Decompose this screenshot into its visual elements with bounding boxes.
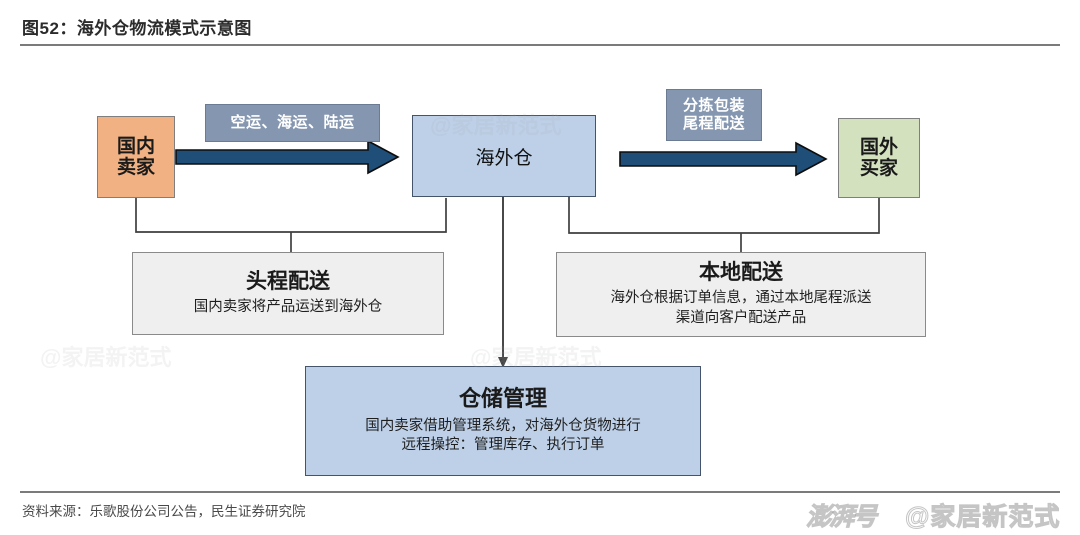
connector-lines — [135, 139, 880, 368]
bracket-local-delivery — [568, 197, 880, 252]
node-foreign-buyer[interactable]: 国外 买家 — [838, 118, 920, 198]
background-watermark-top: @家居新范式 — [430, 113, 562, 138]
info-box-first-leg[interactable]: 头程配送 国内卖家将产品运送到海外仓 — [132, 252, 444, 335]
info-box-warehouse-management-desc-1: 国内卖家借助管理系统，对海外仓货物进行 — [365, 417, 641, 434]
sorting-line-2: 尾程配送 — [682, 115, 745, 132]
info-box-warehouse-management-desc-2: 远程操控：管理库存、执行订单 — [401, 437, 605, 454]
page-title: 图52：海外仓物流模式示意图 — [22, 19, 252, 38]
info-box-first-leg-title: 头程配送 — [246, 269, 330, 293]
info-box-local-delivery-desc-1: 海外仓根据订单信息，通过本地尾程派送 — [610, 290, 872, 307]
node-foreign-buyer-line-1: 国外 — [859, 136, 898, 158]
info-box-warehouse-management[interactable]: 仓储管理 国内卖家借助管理系统，对海外仓货物进行 远程操控：管理库存、执行订单 — [305, 366, 701, 476]
background-watermark-left: @家居新范式 — [40, 345, 172, 370]
pengpai-watermark: 澎湃号 — [805, 503, 877, 532]
background-watermark-right: @家居新范式 — [470, 345, 602, 370]
node-overseas-warehouse[interactable]: 海外仓 — [412, 115, 596, 197]
node-domestic-seller-line-1: 国内 — [116, 135, 155, 157]
info-box-local-delivery[interactable]: 本地配送 海外仓根据订单信息，通过本地尾程派送 渠道向客户配送产品 — [556, 252, 926, 337]
transport-modes-label: 空运、海运、陆运 — [205, 104, 380, 142]
connector-warehouse-to-mgmt — [498, 197, 508, 368]
node-domestic-seller-line-2: 卖家 — [116, 157, 155, 178]
info-box-first-leg-desc-1: 国内卖家将产品运送到海外仓 — [193, 298, 383, 315]
diagram-canvas: 空运、海运、陆运 分拣包装 尾程配送 国内 卖家 海外仓 国外 买家 头程配送 … — [0, 48, 1080, 488]
info-box-local-delivery-title: 本地配送 — [699, 261, 783, 285]
node-foreign-buyer-line-2: 买家 — [859, 158, 898, 179]
info-box-local-delivery-desc-2: 渠道向客户配送产品 — [675, 309, 807, 326]
sorting-line-1: 分拣包装 — [682, 97, 745, 115]
bracket-first-leg — [135, 198, 447, 252]
arrow-warehouse-to-buyer — [619, 141, 828, 177]
node-overseas-warehouse-label: 海外仓 — [475, 147, 533, 169]
account-watermark: @家居新范式 — [904, 503, 1061, 532]
source-note: 资料来源：乐歌股份公司公告，民生证券研究院 — [22, 504, 306, 519]
footer-divider — [20, 491, 1060, 493]
info-box-warehouse-management-title: 仓储管理 — [458, 385, 547, 411]
sorting-lastmile-label: 分拣包装 尾程配送 — [666, 89, 762, 141]
transport-modes-text: 空运、海运、陆运 — [230, 114, 355, 132]
title-divider — [20, 44, 1060, 46]
node-domestic-seller[interactable]: 国内 卖家 — [97, 116, 175, 198]
arrow-seller-to-warehouse — [175, 139, 400, 175]
